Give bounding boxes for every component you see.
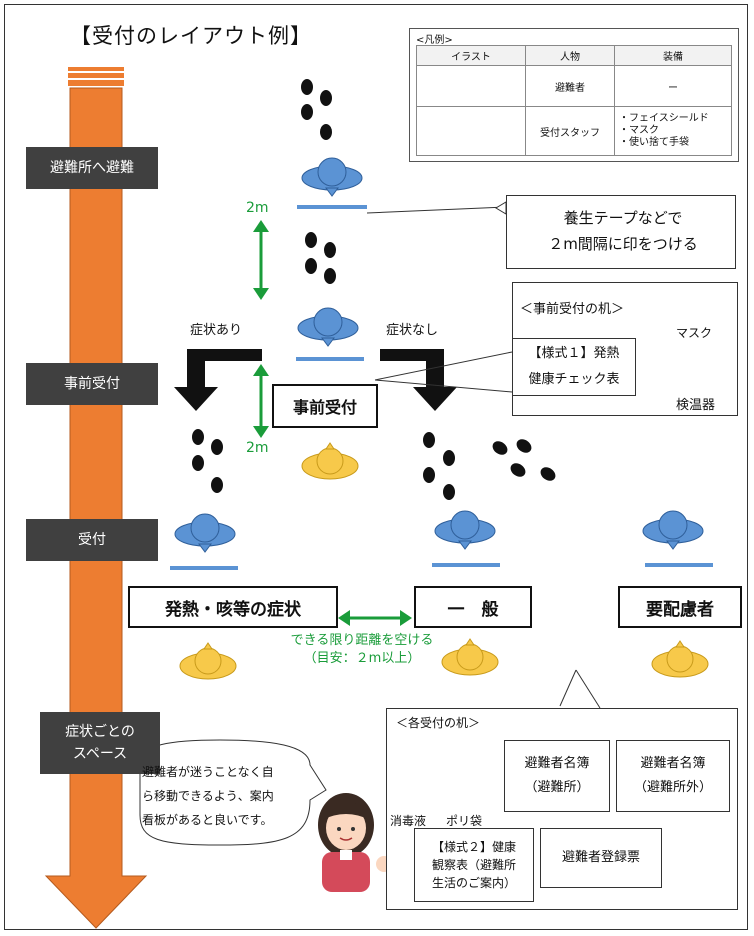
- tape-callout-line: [366, 206, 507, 214]
- distance-arrow-mid: [253, 364, 269, 438]
- disinfectant-label: 消毒液: [390, 814, 427, 828]
- advice-text: 避難者が迷うことなく自 ら移動できるよう、案内 看板があると良いです。: [142, 765, 274, 827]
- desk-registration-form: 避難者登録票: [540, 828, 662, 888]
- arrow-cap-1: [68, 67, 124, 71]
- tape-line-top: [297, 205, 367, 209]
- timeline-arrow: [44, 87, 148, 929]
- pre-desk-form: 【様式１】発熱 健康チェック表: [512, 338, 636, 396]
- distance-label-mid: 2m: [246, 440, 269, 456]
- phase-symptom-spaces: 症状ごとの スペース: [40, 712, 160, 774]
- page-title: 【受付のレイアウト例】: [70, 24, 312, 48]
- advice-bubble: [139, 739, 327, 846]
- legend-box: <凡例> イラスト 人物 装備 避難者 ー 受付スタッフ ・フェイスシールド ・…: [409, 28, 739, 162]
- zone-general: 一 般: [414, 586, 532, 628]
- arrow-symptom-no: [380, 349, 457, 411]
- legend-person-staff: 受付スタッフ: [525, 106, 615, 156]
- legend-header-illust: イラスト: [416, 45, 526, 66]
- evacuee-icon-pre: [297, 307, 359, 347]
- phase-reception: 受付: [26, 519, 158, 561]
- bag-label: ポリ袋: [446, 814, 483, 828]
- legend-heading: <凡例>: [416, 35, 453, 46]
- footprints-mid: [305, 232, 336, 284]
- legend-equipment-staff: ・フェイスシールド ・マスク ・使い捨て手袋: [614, 106, 732, 156]
- footprints-right: [492, 439, 556, 481]
- zone-fever: 発熱・咳等の症状: [128, 586, 338, 628]
- staff-icon-care: [651, 640, 709, 678]
- zone-care-needed: 要配慮者: [618, 586, 742, 628]
- thermometer-label: 検温器: [676, 398, 716, 413]
- label-symptom-yes: 症状あり: [172, 313, 260, 343]
- staff-icon-pre: [301, 442, 359, 480]
- legend-header-equipment: 装備: [614, 45, 732, 66]
- legend-header-person: 人物: [525, 45, 615, 66]
- desk-callout-line-1: [575, 669, 601, 709]
- footprints-center: [423, 432, 455, 500]
- pre-desk-heading: ＜事前受付の机＞: [520, 302, 625, 317]
- mask-label: マスク: [676, 326, 713, 340]
- arrow-cap-3: [68, 80, 124, 86]
- tape-line-care: [645, 563, 713, 567]
- desk-health-form: 【様式２】健康 観察表（避難所 生活のご案内）: [414, 828, 534, 902]
- arrow-symptom-yes: [174, 349, 262, 411]
- legend-cell-staff-illust: [416, 106, 526, 156]
- tape-line-general: [432, 563, 500, 567]
- desk-roster-shelter: 避難者名簿 （避難所）: [504, 740, 610, 812]
- phase-evacuate: 避難所へ避難: [26, 147, 158, 189]
- staff-icon-fever: [179, 642, 237, 680]
- evacuee-icon-general: [434, 510, 496, 550]
- tape-callout-tail: [495, 201, 507, 215]
- desk-heading: ＜各受付の机＞: [396, 716, 481, 730]
- staff-icon-general: [441, 638, 499, 676]
- receptionist-illustration: [318, 793, 392, 892]
- pre-desk-callout-line-2: [374, 379, 513, 393]
- legend-person-evacuee: 避難者: [525, 65, 615, 107]
- desk-roster-outside: 避難者名簿 （避難所外）: [616, 740, 730, 812]
- tape-note-text: 養生テープなどで ２m間隔に印をつける: [548, 209, 698, 253]
- distance-label-top: 2m: [246, 200, 269, 216]
- footprints-left: [192, 429, 223, 493]
- footprints-top: [301, 79, 332, 140]
- arrow-cap-2: [68, 73, 124, 78]
- distance-arrow-horizontal: [338, 610, 412, 626]
- distance-arrow-top: [253, 220, 269, 300]
- tape-line-pre: [296, 357, 364, 361]
- legend-cell-evacuee-illust: [416, 65, 526, 107]
- desk-callout-line-2: [559, 669, 577, 707]
- phase-pre-reception: 事前受付: [26, 363, 158, 405]
- evacuee-icon-top: [301, 157, 363, 197]
- diagram-frame: [4, 4, 748, 930]
- evacuee-icon-fever: [174, 513, 236, 553]
- evacuee-icon-care: [642, 510, 704, 550]
- spacing-note: できる限り距離を空ける （目安：２m以上）: [290, 633, 434, 666]
- pre-reception-sign: 事前受付: [272, 384, 378, 428]
- legend-equipment-evacuee: ー: [614, 65, 732, 107]
- tape-note-box: [506, 195, 736, 269]
- pre-desk-callout-line-1: [374, 351, 513, 381]
- label-symptom-no: 症状なし: [368, 313, 456, 343]
- legend-table: イラスト 人物 装備 避難者 ー 受付スタッフ ・フェイスシールド ・マスク ・…: [416, 45, 732, 156]
- tape-line-fever: [170, 566, 238, 570]
